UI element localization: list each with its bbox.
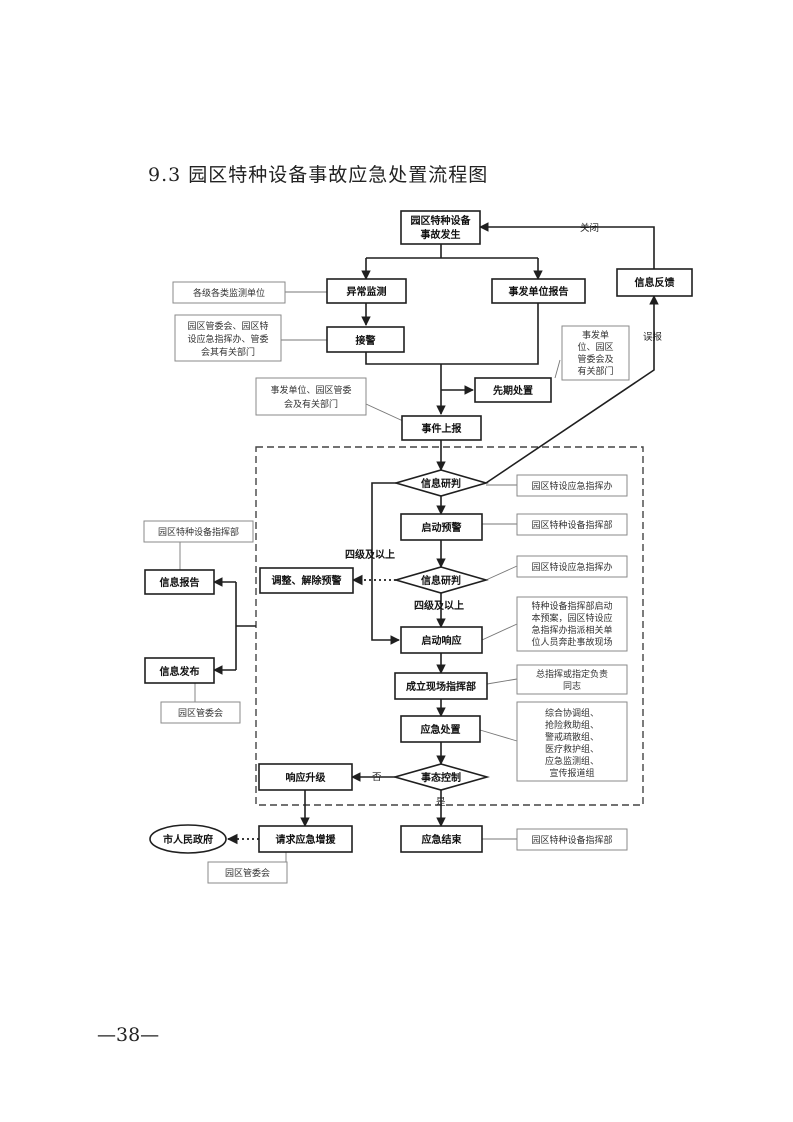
edge-label-level4-a: 四级及以上	[345, 548, 395, 561]
svg-text:应急处置: 应急处置	[421, 723, 461, 736]
svg-text:园区特种设备指挥部: 园区特种设备指挥部	[531, 834, 612, 846]
node-event-report: 事件上报	[401, 415, 482, 441]
svg-text:医疗救护组、: 医疗救护组、	[545, 743, 599, 755]
edge-label-mis-report: 误报	[643, 331, 663, 343]
svg-text:调整、解除预警: 调整、解除预警	[272, 574, 342, 587]
svg-text:事发单位、园区管委: 事发单位、园区管委	[270, 384, 351, 396]
svg-text:总指挥或指定负责: 总指挥或指定负责	[536, 668, 608, 680]
svg-text:信息反馈: 信息反馈	[635, 276, 675, 289]
svg-text:异常监测: 异常监测	[347, 285, 387, 298]
node-info-feedback: 信息反馈	[616, 268, 693, 297]
svg-text:同志: 同志	[563, 680, 581, 692]
svg-text:事发单位报告: 事发单位报告	[509, 285, 569, 298]
node-early-disposal: 先期处置	[474, 377, 552, 403]
svg-text:事件上报: 事件上报	[422, 422, 462, 435]
svg-text:抢险救助组、: 抢险救助组、	[545, 719, 599, 731]
page-title: 9.3 园区特种设备事故应急处置流程图	[148, 164, 489, 186]
svg-text:各级各类监测单位: 各级各类监测单位	[193, 287, 265, 299]
edge-label-yes: 是	[436, 797, 446, 808]
svg-text:设应急指挥办、管委: 设应急指挥办、管委	[187, 333, 268, 345]
svg-text:事态控制: 事态控制	[421, 771, 461, 784]
node-info-report: 信息报告	[144, 569, 215, 595]
svg-text:园区特种设备指挥部: 园区特种设备指挥部	[531, 519, 612, 531]
svg-text:园区特种设备指挥部: 园区特种设备指挥部	[158, 526, 239, 538]
note-groups: 综合协调组、 抢险救助组、 警戒疏散组、 医疗救护组、 应急监测组、 宣传报道组	[516, 701, 628, 782]
note-response: 特种设备指挥部启动 本预案，园区特设应 急指挥办指派相关单 位人员奔赴事故现场	[516, 596, 628, 652]
node-start-response: 启动响应	[400, 626, 483, 654]
svg-text:启动响应: 启动响应	[422, 634, 462, 647]
edge-label-close: 关闭	[580, 222, 599, 234]
note-field-command: 总指挥或指定负责 同志	[516, 664, 628, 695]
node-emergency-disposal: 应急处置	[400, 715, 481, 743]
note-warning-unit: 园区特种设备指挥部	[516, 513, 628, 536]
svg-text:位、园区: 位、园区	[577, 341, 613, 353]
svg-text:位人员奔赴事故现场: 位人员奔赴事故现场	[531, 636, 612, 648]
note-judge1-unit: 园区特设应急指挥办	[516, 474, 628, 497]
note-alarm-units: 园区管委会、园区特 设应急指挥办、管委 会其有关部门	[174, 314, 282, 362]
node-abnormal-monitor: 异常监测	[326, 278, 407, 304]
node-emergency-end: 应急结束	[400, 825, 483, 853]
page-number: —38—	[97, 1024, 160, 1046]
node-alarm: 接警	[326, 326, 405, 353]
note-release-unit: 园区管委会	[160, 701, 241, 724]
svg-text:请求应急增援: 请求应急增援	[276, 833, 337, 846]
svg-text:会及有关部门: 会及有关部门	[284, 398, 338, 410]
node-field-command: 成立现场指挥部	[394, 672, 488, 700]
svg-text:先期处置: 先期处置	[493, 384, 533, 397]
svg-text:应急结束: 应急结束	[422, 833, 463, 846]
svg-text:特种设备指挥部启动: 特种设备指挥部启动	[531, 600, 612, 612]
note-judge2-unit: 园区特设应急指挥办	[516, 555, 628, 578]
svg-text:综合协调组、: 综合协调组、	[545, 707, 599, 719]
svg-text:信息报告: 信息报告	[160, 576, 200, 589]
node-accident: 园区特种设备 事故发生	[400, 210, 481, 245]
node-unit-report: 事发单位报告	[491, 278, 586, 304]
svg-text:成立现场指挥部: 成立现场指挥部	[406, 680, 476, 693]
node-info-release: 信息发布	[144, 657, 215, 684]
note-report-unit: 园区特种设备指挥部	[143, 520, 254, 543]
svg-text:园区管委会: 园区管委会	[225, 867, 270, 879]
svg-text:启动预警: 启动预警	[422, 521, 462, 534]
svg-text:园区管委会、园区特: 园区管委会、园区特	[187, 320, 268, 332]
node-info-judge-2: 信息研判	[393, 566, 489, 594]
svg-text:事发单: 事发单	[582, 329, 609, 341]
svg-text:响应升级: 响应升级	[286, 771, 327, 784]
note-early-units: 事发单 位、园区 管委会及 有关部门	[561, 325, 630, 381]
svg-text:信息发布: 信息发布	[160, 665, 200, 678]
note-end-unit: 园区特种设备指挥部	[516, 828, 628, 851]
edge-label-no: 否	[372, 772, 382, 783]
node-city-government: 市人民政府	[149, 824, 227, 854]
svg-text:会其有关部门: 会其有关部门	[201, 346, 255, 358]
note-report-units: 事发单位、园区管委 会及有关部门	[255, 377, 367, 416]
node-situation-control: 事态控制	[392, 763, 490, 791]
svg-text:信息研判: 信息研判	[421, 477, 461, 490]
svg-text:园区特设应急指挥办: 园区特设应急指挥办	[531, 561, 612, 573]
note-monitor-units: 各级各类监测单位	[172, 281, 286, 304]
svg-text:宣传报道组: 宣传报道组	[549, 767, 594, 779]
node-start-warning: 启动预警	[400, 513, 483, 541]
note-support-unit: 园区管委会	[207, 861, 288, 884]
svg-text:警戒疏散组、: 警戒疏散组、	[545, 731, 599, 743]
svg-text:管委会及: 管委会及	[577, 353, 613, 365]
svg-text:应急监测组、: 应急监测组、	[545, 755, 599, 767]
node-accident-line2: 事故发生	[421, 228, 461, 241]
node-accident-line1: 园区特种设备	[411, 214, 472, 227]
svg-text:园区特设应急指挥办: 园区特设应急指挥办	[531, 480, 612, 492]
svg-text:园区管委会: 园区管委会	[178, 707, 223, 719]
node-info-judge-1: 信息研判	[393, 469, 489, 497]
node-request-support: 请求应急增援	[258, 825, 353, 853]
svg-text:急指挥办指派相关单: 急指挥办指派相关单	[531, 624, 612, 636]
node-response-upgrade: 响应升级	[258, 763, 353, 791]
svg-text:本预案，园区特设应: 本预案，园区特设应	[531, 612, 612, 624]
svg-text:市人民政府: 市人民政府	[163, 833, 213, 846]
edge-label-level4-b: 四级及以上	[414, 599, 464, 612]
node-adjust-warning: 调整、解除预警	[259, 567, 354, 594]
svg-text:有关部门: 有关部门	[577, 365, 613, 377]
svg-text:接警: 接警	[356, 334, 376, 347]
svg-text:信息研判: 信息研判	[421, 574, 461, 587]
